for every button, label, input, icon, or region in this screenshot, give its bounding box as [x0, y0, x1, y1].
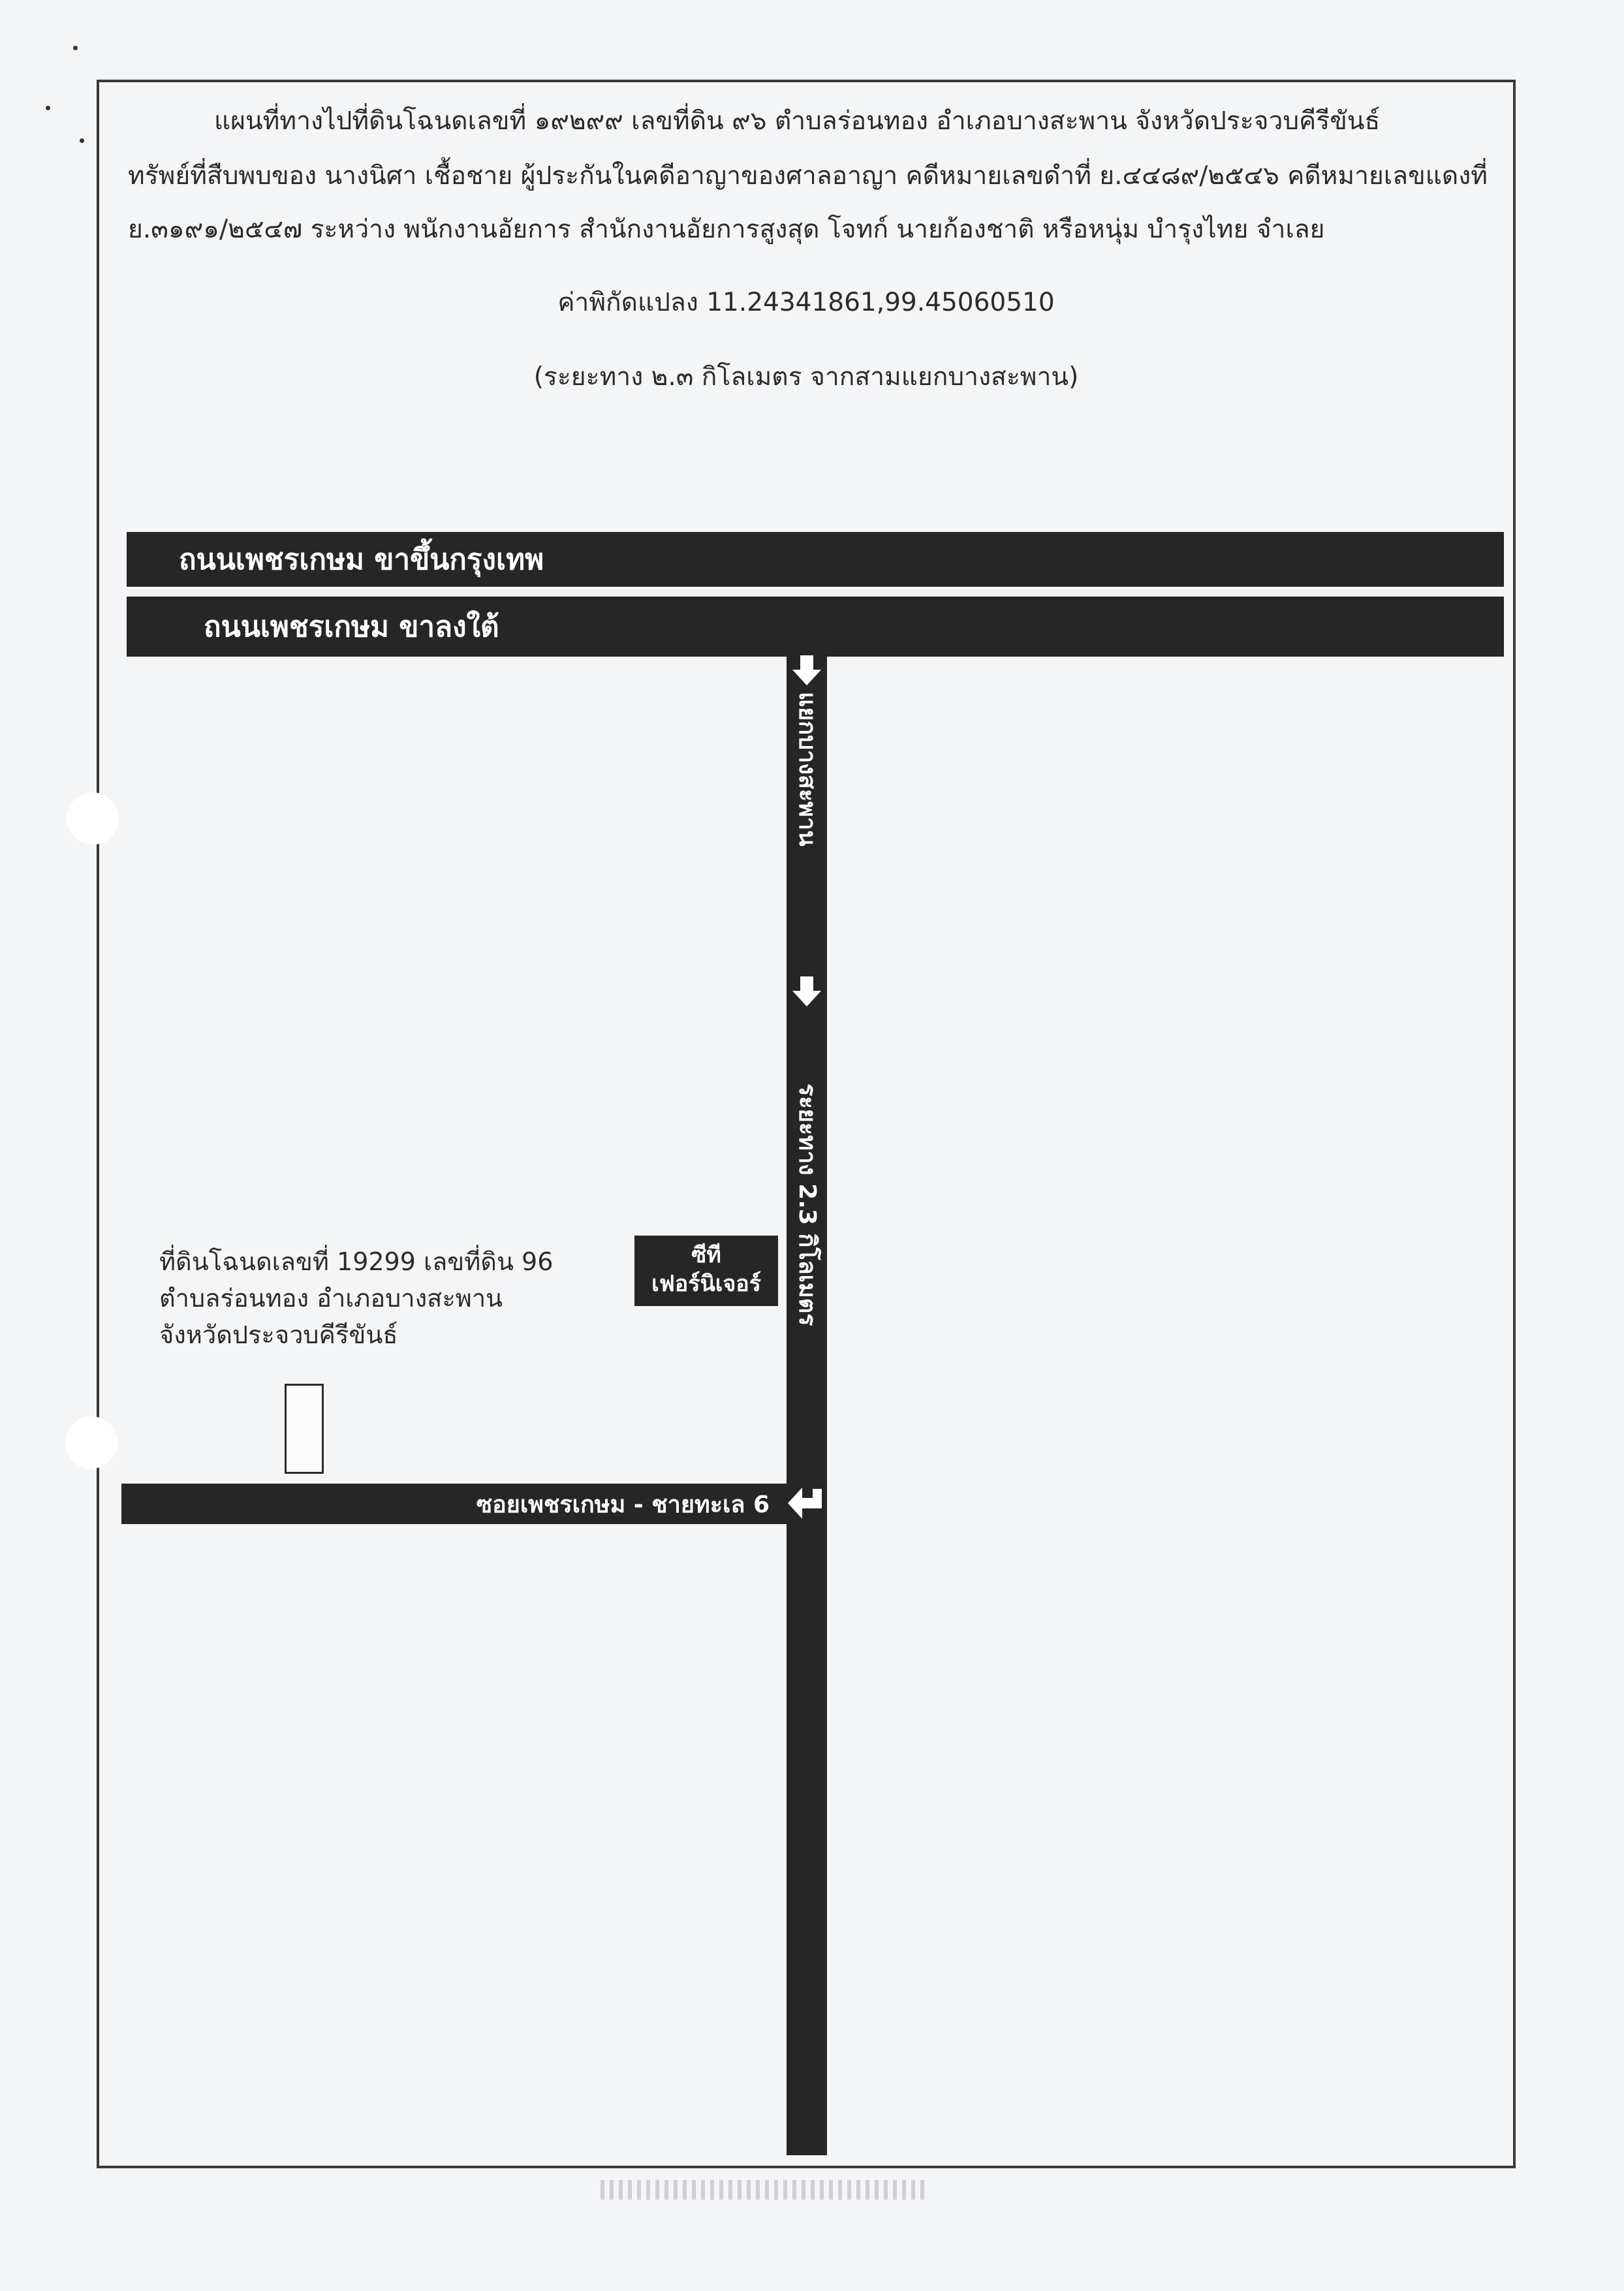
header-line-1: แผนที่ทางไปที่ดินโฉนดเลขที่ ๑๙๒๙๙ เลขที่… [214, 106, 1381, 136]
distance-label: ระยะทาง 2.3 กิโลเมตร [794, 1083, 820, 1326]
punch-hole-top [67, 792, 119, 845]
shop-name-line-2: เฟอร์นิเจอร์ [651, 1271, 761, 1297]
turn-left-arrow-icon [788, 1488, 822, 1519]
junction-label: แยกบางสะพาน [794, 692, 820, 847]
road-phetkasem-northbound: ถนนเพชรเกษม ขาขึ้นกรุงเทพ [127, 532, 1504, 587]
land-plot-marker [285, 1384, 324, 1474]
header-line-3: ย.๓๑๙๑/๒๕๔๗ ระหว่าง พนักงานอัยการ สำนักง… [128, 215, 1325, 244]
road-phetkasem-southbound-label: ถนนเพชรเกษม ขาลงใต้ [204, 610, 499, 644]
scan-speck [46, 106, 50, 110]
ct-furniture-landmark: ซีที เฟอร์นิเจอร์ [634, 1236, 778, 1306]
header-line-2: ทรัพย์ที่สืบพบของ นางนิศา เชื้อชาย ผู้ปร… [128, 161, 1488, 191]
scan-noise [601, 2180, 927, 2200]
plot-label-line-2: ตำบลร่อนทอง อำเภอบางสะพาน [159, 1284, 503, 1313]
plot-label-line-3: จังหวัดประจวบคีรีขันธ์ [159, 1320, 398, 1349]
soi-phetkasem-chaithale-6: ซอยเพชรเกษม - ชายทะเล 6 [121, 1484, 787, 1524]
distance-note: (ระยะทาง ๒.๓ กิโลเมตร จากสามแยกบางสะพาน) [533, 362, 1079, 392]
road-phetkasem-northbound-label: ถนนเพชรเกษม ขาขึ้นกรุงเทพ [179, 543, 544, 576]
plot-label-line-1: ที่ดินโฉนดเลขที่ 19299 เลขที่ดิน 96 [159, 1247, 554, 1276]
map-frame [97, 80, 1516, 2168]
down-arrow-icon [792, 976, 821, 1006]
down-arrow-icon [792, 655, 821, 685]
side-road-label: ซอยเพชรเกษม - ชายทะเล 6 [476, 1491, 770, 1518]
punch-hole-bottom [65, 1416, 117, 1469]
shop-name-line-1: ซีที [691, 1242, 721, 1268]
scan-speck [73, 46, 78, 50]
bang-saphan-road [787, 653, 827, 2155]
plot-coordinates: ค่าพิกัดแปลง 11.24341861,99.45060510 [557, 288, 1055, 317]
land-plot-label: ที่ดินโฉนดเลขที่ 19299 เลขที่ดิน 96 ตำบล… [159, 1243, 553, 1353]
road-phetkasem-southbound: ถนนเพชรเกษม ขาลงใต้ [127, 597, 1504, 657]
scan-speck [80, 138, 84, 143]
